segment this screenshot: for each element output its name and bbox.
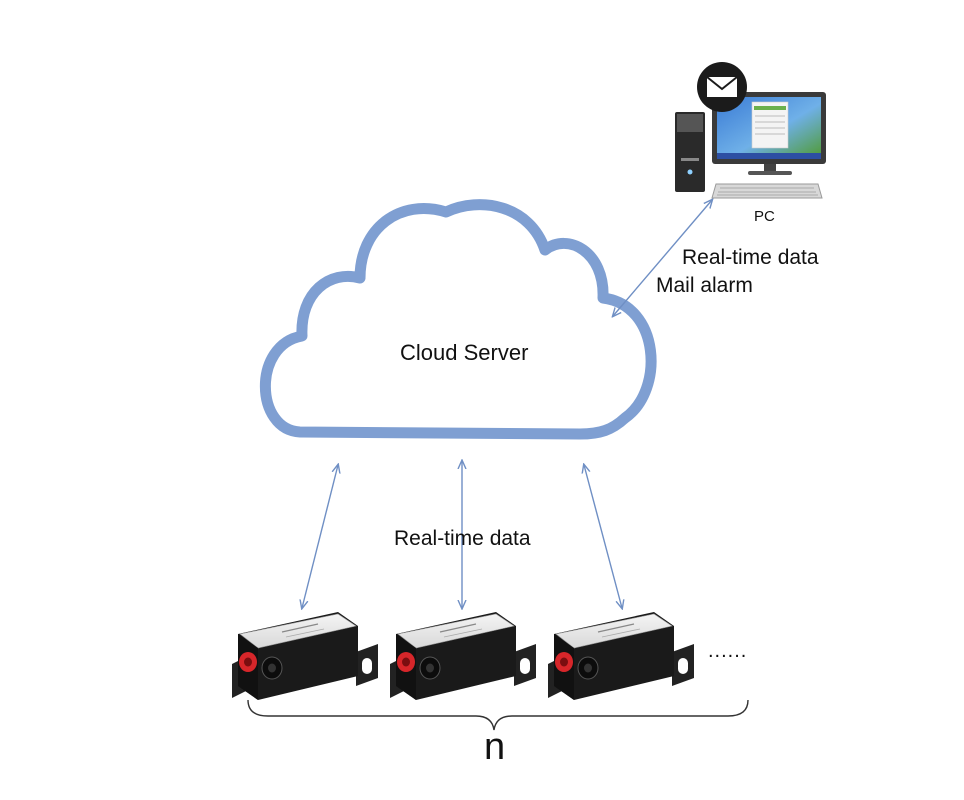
keyboard-icon — [711, 183, 823, 199]
pc-link-label-mail: Mail alarm — [656, 274, 753, 297]
pc-link-arrow — [613, 200, 712, 316]
mail-icon — [697, 62, 747, 112]
pc-link-label-realtime: Real-time data — [682, 246, 819, 269]
device-box-icon — [231, 611, 379, 701]
device-link-arrow-3 — [584, 465, 622, 608]
computer-tower-icon — [675, 112, 705, 192]
more-devices-ellipsis: ...... — [708, 640, 748, 662]
device-count-label: n — [484, 726, 506, 768]
device-link-arrow-1 — [302, 465, 338, 608]
cloud-server-label: Cloud Server — [400, 340, 529, 365]
device-link-label: Real-time data — [394, 527, 531, 550]
cloud-shape — [259, 199, 657, 440]
device-2 — [389, 611, 537, 701]
device-3 — [547, 611, 695, 701]
pc-label: PC — [754, 208, 775, 225]
pc-icon — [675, 62, 826, 199]
device-box-icon — [389, 611, 537, 701]
group-brace — [247, 699, 749, 731]
device-box-icon — [547, 611, 695, 701]
device-1 — [231, 611, 379, 701]
